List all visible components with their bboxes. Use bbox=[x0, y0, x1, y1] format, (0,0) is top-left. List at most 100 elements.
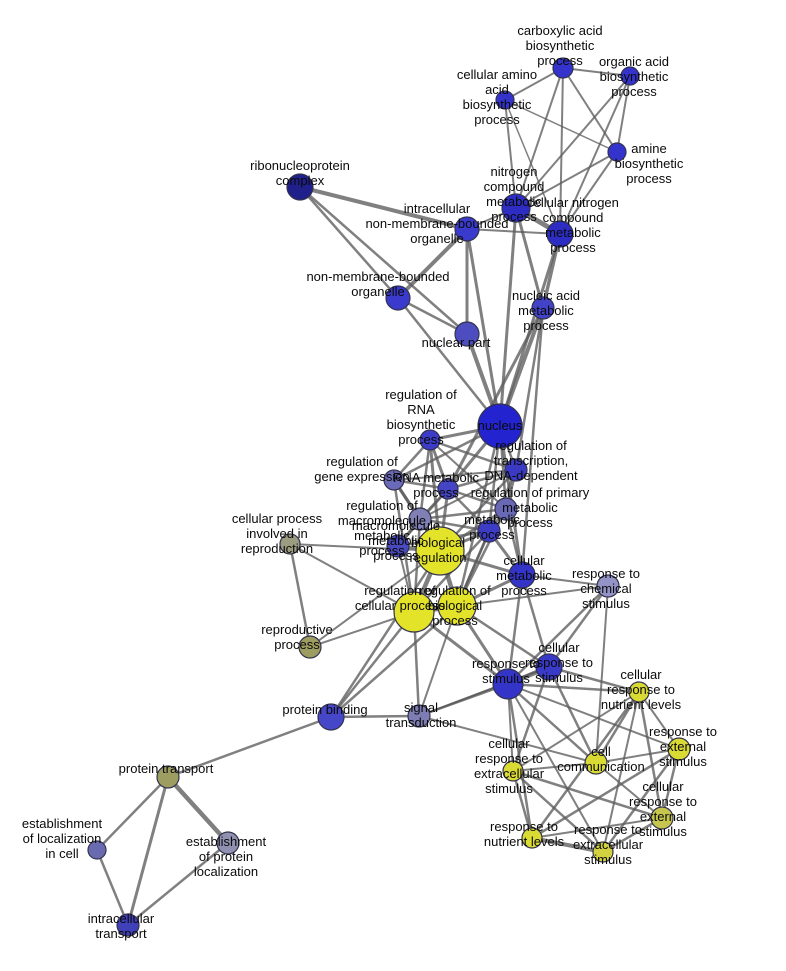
graph-node-nucleic-acid-metabolic-process[interactable] bbox=[531, 296, 555, 320]
graph-edge-cellular-response-to-extracellular-stimulus--response-to-nutrient-levels[interactable] bbox=[511, 769, 534, 840]
graph-edge-cellular-nitrogen-compound-metabolic-process--intracellular-non-membrane-bounded-organelle[interactable] bbox=[466, 228, 561, 235]
graph-node-regulation-of-cellular-process[interactable] bbox=[393, 591, 435, 633]
graph-edge-regulation-of-transcription-dna-dependent--regulation-of-gene-expression[interactable] bbox=[393, 469, 517, 481]
graph-node-regulation-of-primary-metabolic-process[interactable] bbox=[494, 497, 518, 521]
graph-edge-cellular-response-to-extracellular-stimulus--cell-communication[interactable] bbox=[512, 762, 597, 772]
graph-node-response-to-extracellular-stimulus[interactable] bbox=[592, 841, 614, 863]
graph-node-establishment-of-protein-localization[interactable] bbox=[216, 831, 240, 855]
graph-edge-non-membrane-bounded-organelle--nucleus[interactable] bbox=[396, 296, 502, 428]
graph-node-cellular-response-to-external-stimulus[interactable] bbox=[650, 806, 674, 830]
graph-edge-response-to-stimulus--response-to-extracellular-stimulus[interactable] bbox=[507, 683, 604, 853]
graph-edge-nitrogen-compound-metabolic-process--nucleus[interactable] bbox=[498, 206, 518, 428]
graph-edge-protein-transport--establishment-of-localization-in-cell[interactable] bbox=[95, 775, 170, 852]
graph-node-cell-communication[interactable] bbox=[584, 751, 608, 775]
graph-edge-nitrogen-compound-metabolic-process--nucleic-acid-metabolic-process[interactable] bbox=[514, 206, 545, 310]
graph-edge-response-to-external-stimulus--cell-communication[interactable] bbox=[595, 748, 680, 764]
graph-edge-cellular-response-to-stimulus--cellular-response-to-nutrient-levels[interactable] bbox=[547, 665, 641, 694]
graph-edge-non-membrane-bounded-organelle--nuclear-part[interactable] bbox=[396, 296, 469, 336]
graph-node-response-to-stimulus[interactable] bbox=[492, 668, 524, 700]
graph-node-regulation-of-macromolecule-metabolic-process[interactable] bbox=[408, 507, 432, 531]
graph-edge-ribonucleoprotein-complex--non-membrane-bounded-organelle[interactable] bbox=[298, 185, 400, 300]
graph-edge-ribonucleoprotein-complex--intracellular-non-membrane-bounded-organelle[interactable] bbox=[298, 185, 469, 231]
graph-edge-cellular-metabolic-process--cellular-response-to-stimulus[interactable] bbox=[520, 573, 551, 669]
graph-edge-amine-biosynthetic-process--nitrogen-compound-metabolic-process[interactable] bbox=[515, 151, 618, 209]
graph-edge-nucleic-acid-metabolic-process--rna-metabolic-process[interactable] bbox=[446, 306, 545, 491]
graph-node-carboxylic-acid-biosynthetic-process[interactable] bbox=[552, 57, 574, 79]
graph-node-regulation-of-biological-process[interactable] bbox=[437, 586, 477, 626]
graph-edge-cellular-response-to-nutrient-levels--cellular-response-to-external-stimulus[interactable] bbox=[637, 690, 664, 820]
graph-node-biological-regulation[interactable] bbox=[415, 526, 465, 576]
graph-edge-regulation-of-transcription-dna-dependent--rna-metabolic-process[interactable] bbox=[446, 468, 518, 491]
graph-edge-signal-transduction--cell-communication[interactable] bbox=[418, 715, 597, 764]
graph-edge-cellular-response-to-nutrient-levels--response-to-external-stimulus[interactable] bbox=[638, 691, 680, 750]
graph-edge-regulation-of-primary-metabolic-process--regulation-of-macromolecule-metabolic-process[interactable] bbox=[418, 507, 508, 521]
graph-node-metabolic-process[interactable] bbox=[477, 519, 501, 543]
graph-node-regulation-of-transcription-dna-dependent[interactable] bbox=[504, 458, 528, 482]
graph-edge-protein-binding--biological-regulation[interactable] bbox=[329, 549, 442, 719]
graph-edge-intracellular-non-membrane-bounded-organelle--non-membrane-bounded-organelle[interactable] bbox=[396, 227, 469, 300]
graph-edge-response-to-external-stimulus--response-to-nutrient-levels[interactable] bbox=[530, 747, 681, 840]
graph-node-cellular-amino-acid-biosynthetic-process[interactable] bbox=[495, 90, 515, 110]
graph-node-cellular-nitrogen-compound-metabolic-process[interactable] bbox=[546, 220, 574, 248]
graph-edge-regulation-of-transcription-dna-dependent--regulation-of-macromolecule-metabolic-process[interactable] bbox=[419, 469, 517, 520]
graph-edge-response-to-chemical-stimulus--cell-communication[interactable] bbox=[595, 585, 609, 764]
graph-edge-protein-binding--protein-transport[interactable] bbox=[166, 715, 333, 779]
graph-edge-carboxylic-acid-biosynthetic-process--amine-biosynthetic-process[interactable] bbox=[562, 67, 618, 153]
graph-edge-cellular-response-to-extracellular-stimulus--cellular-response-to-external-stimulus[interactable] bbox=[511, 769, 664, 820]
graph-edge-signal-transduction--cellular-response-to-stimulus[interactable] bbox=[418, 666, 550, 717]
graph-edge-cellular-metabolic-process--response-to-stimulus[interactable] bbox=[506, 573, 524, 686]
graph-edge-organic-acid-biosynthetic-process--amine-biosynthetic-process[interactable] bbox=[616, 75, 631, 153]
graph-edge-cellular-amino-acid-biosynthetic-process--nitrogen-compound-metabolic-process[interactable] bbox=[504, 99, 517, 209]
graph-node-rna-metabolic-process[interactable] bbox=[437, 478, 459, 500]
graph-edge-response-to-stimulus--cellular-response-to-nutrient-levels[interactable] bbox=[506, 682, 641, 694]
graph-edge-protein-binding--signal-transduction[interactable] bbox=[329, 714, 421, 719]
graph-edge-nucleus--regulation-of-biological-process[interactable] bbox=[455, 424, 502, 608]
graph-edge-amine-biosynthetic-process--cellular-nitrogen-compound-metabolic-process[interactable] bbox=[559, 151, 618, 235]
graph-edge-response-to-chemical-stimulus--regulation-of-biological-process[interactable] bbox=[456, 585, 609, 607]
graph-edge-cellular-amino-acid-biosynthetic-process--cellular-nitrogen-compound-metabolic-process[interactable] bbox=[504, 99, 561, 235]
graph-edge-ribonucleoprotein-complex--nuclear-part[interactable] bbox=[298, 185, 469, 336]
graph-node-nuclear-part[interactable] bbox=[454, 321, 480, 347]
graph-edge-response-to-chemical-stimulus--response-to-stimulus[interactable] bbox=[506, 584, 610, 686]
graph-node-response-to-chemical-stimulus[interactable] bbox=[596, 574, 620, 598]
graph-edge-cellular-response-to-stimulus--cell-communication[interactable] bbox=[547, 665, 598, 765]
graph-edge-protein-binding--regulation-of-biological-process[interactable] bbox=[329, 604, 459, 719]
graph-node-cellular-metabolic-process[interactable] bbox=[508, 561, 536, 589]
graph-edge-response-to-stimulus--response-to-external-stimulus[interactable] bbox=[507, 683, 680, 750]
graph-node-cellular-response-to-extracellular-stimulus[interactable] bbox=[502, 760, 524, 782]
graph-node-cellular-response-to-stimulus[interactable] bbox=[535, 653, 563, 681]
graph-node-regulation-of-rna-biosynthetic-process[interactable] bbox=[419, 429, 441, 451]
graph-node-reproductive-process[interactable] bbox=[298, 635, 322, 659]
graph-edge-response-to-external-stimulus--cellular-response-to-external-stimulus[interactable] bbox=[660, 747, 681, 820]
graph-edge-response-to-stimulus--response-to-nutrient-levels[interactable] bbox=[506, 682, 534, 840]
graph-edge-intracellular-transport--establishment-of-protein-localization[interactable] bbox=[126, 841, 230, 927]
graph-node-protein-transport[interactable] bbox=[156, 765, 180, 789]
graph-edge-carboxylic-acid-biosynthetic-process--nitrogen-compound-metabolic-process[interactable] bbox=[515, 67, 564, 209]
graph-edge-organic-acid-biosynthetic-process--nitrogen-compound-metabolic-process[interactable] bbox=[515, 75, 631, 209]
graph-edge-intracellular-non-membrane-bounded-organelle--nucleus[interactable] bbox=[465, 227, 502, 428]
graph-node-macromolecule-metabolic-process[interactable] bbox=[386, 534, 410, 558]
graph-edge-response-to-nutrient-levels--response-to-extracellular-stimulus[interactable] bbox=[530, 836, 605, 854]
graph-edge-cellular-response-to-extracellular-stimulus--response-to-extracellular-stimulus[interactable] bbox=[511, 769, 605, 854]
graph-edge-regulation-of-rna-biosynthetic-process--regulation-of-macromolecule-metabolic-process[interactable] bbox=[418, 438, 432, 521]
graph-edge-carboxylic-acid-biosynthetic-process--cellular-nitrogen-compound-metabolic-process[interactable] bbox=[559, 67, 564, 235]
graph-edge-cellular-response-to-external-stimulus--response-to-nutrient-levels[interactable] bbox=[531, 817, 663, 839]
graph-node-establishment-of-localization-in-cell[interactable] bbox=[87, 840, 107, 860]
graph-edge-organic-acid-biosynthetic-process--cellular-nitrogen-compound-metabolic-process[interactable] bbox=[559, 75, 631, 235]
graph-node-nitrogen-compound-metabolic-process[interactable] bbox=[501, 193, 531, 223]
graph-edge-establishment-of-localization-in-cell--intracellular-transport[interactable] bbox=[95, 848, 130, 927]
graph-edge-reproductive-process--biological-regulation[interactable] bbox=[309, 550, 441, 648]
graph-node-nucleus[interactable] bbox=[477, 403, 523, 449]
graph-node-organic-acid-biosynthetic-process[interactable] bbox=[620, 66, 640, 86]
graph-edge-nucleic-acid-metabolic-process--cellular-metabolic-process[interactable] bbox=[520, 306, 545, 577]
graph-node-amine-biosynthetic-process[interactable] bbox=[607, 142, 627, 162]
graph-edge-cellular-process-involved-in-reproduction--biological-regulation[interactable] bbox=[289, 543, 441, 552]
graph-node-protein-binding[interactable] bbox=[317, 703, 345, 731]
graph-edge-carboxylic-acid-biosynthetic-process--organic-acid-biosynthetic-process[interactable] bbox=[562, 67, 631, 77]
graph-node-intracellular-transport[interactable] bbox=[116, 913, 140, 937]
graph-edge-response-to-chemical-stimulus--cellular-response-to-stimulus[interactable] bbox=[547, 584, 610, 669]
graph-node-intracellular-non-membrane-bounded-organelle[interactable] bbox=[454, 216, 480, 242]
graph-node-cellular-process-involved-in-reproduction[interactable] bbox=[279, 533, 301, 555]
graph-edge-cellular-metabolic-process--response-to-chemical-stimulus[interactable] bbox=[521, 574, 609, 587]
graph-edge-cellular-response-to-nutrient-levels--cellular-response-to-extracellular-stimulus[interactable] bbox=[512, 691, 640, 772]
